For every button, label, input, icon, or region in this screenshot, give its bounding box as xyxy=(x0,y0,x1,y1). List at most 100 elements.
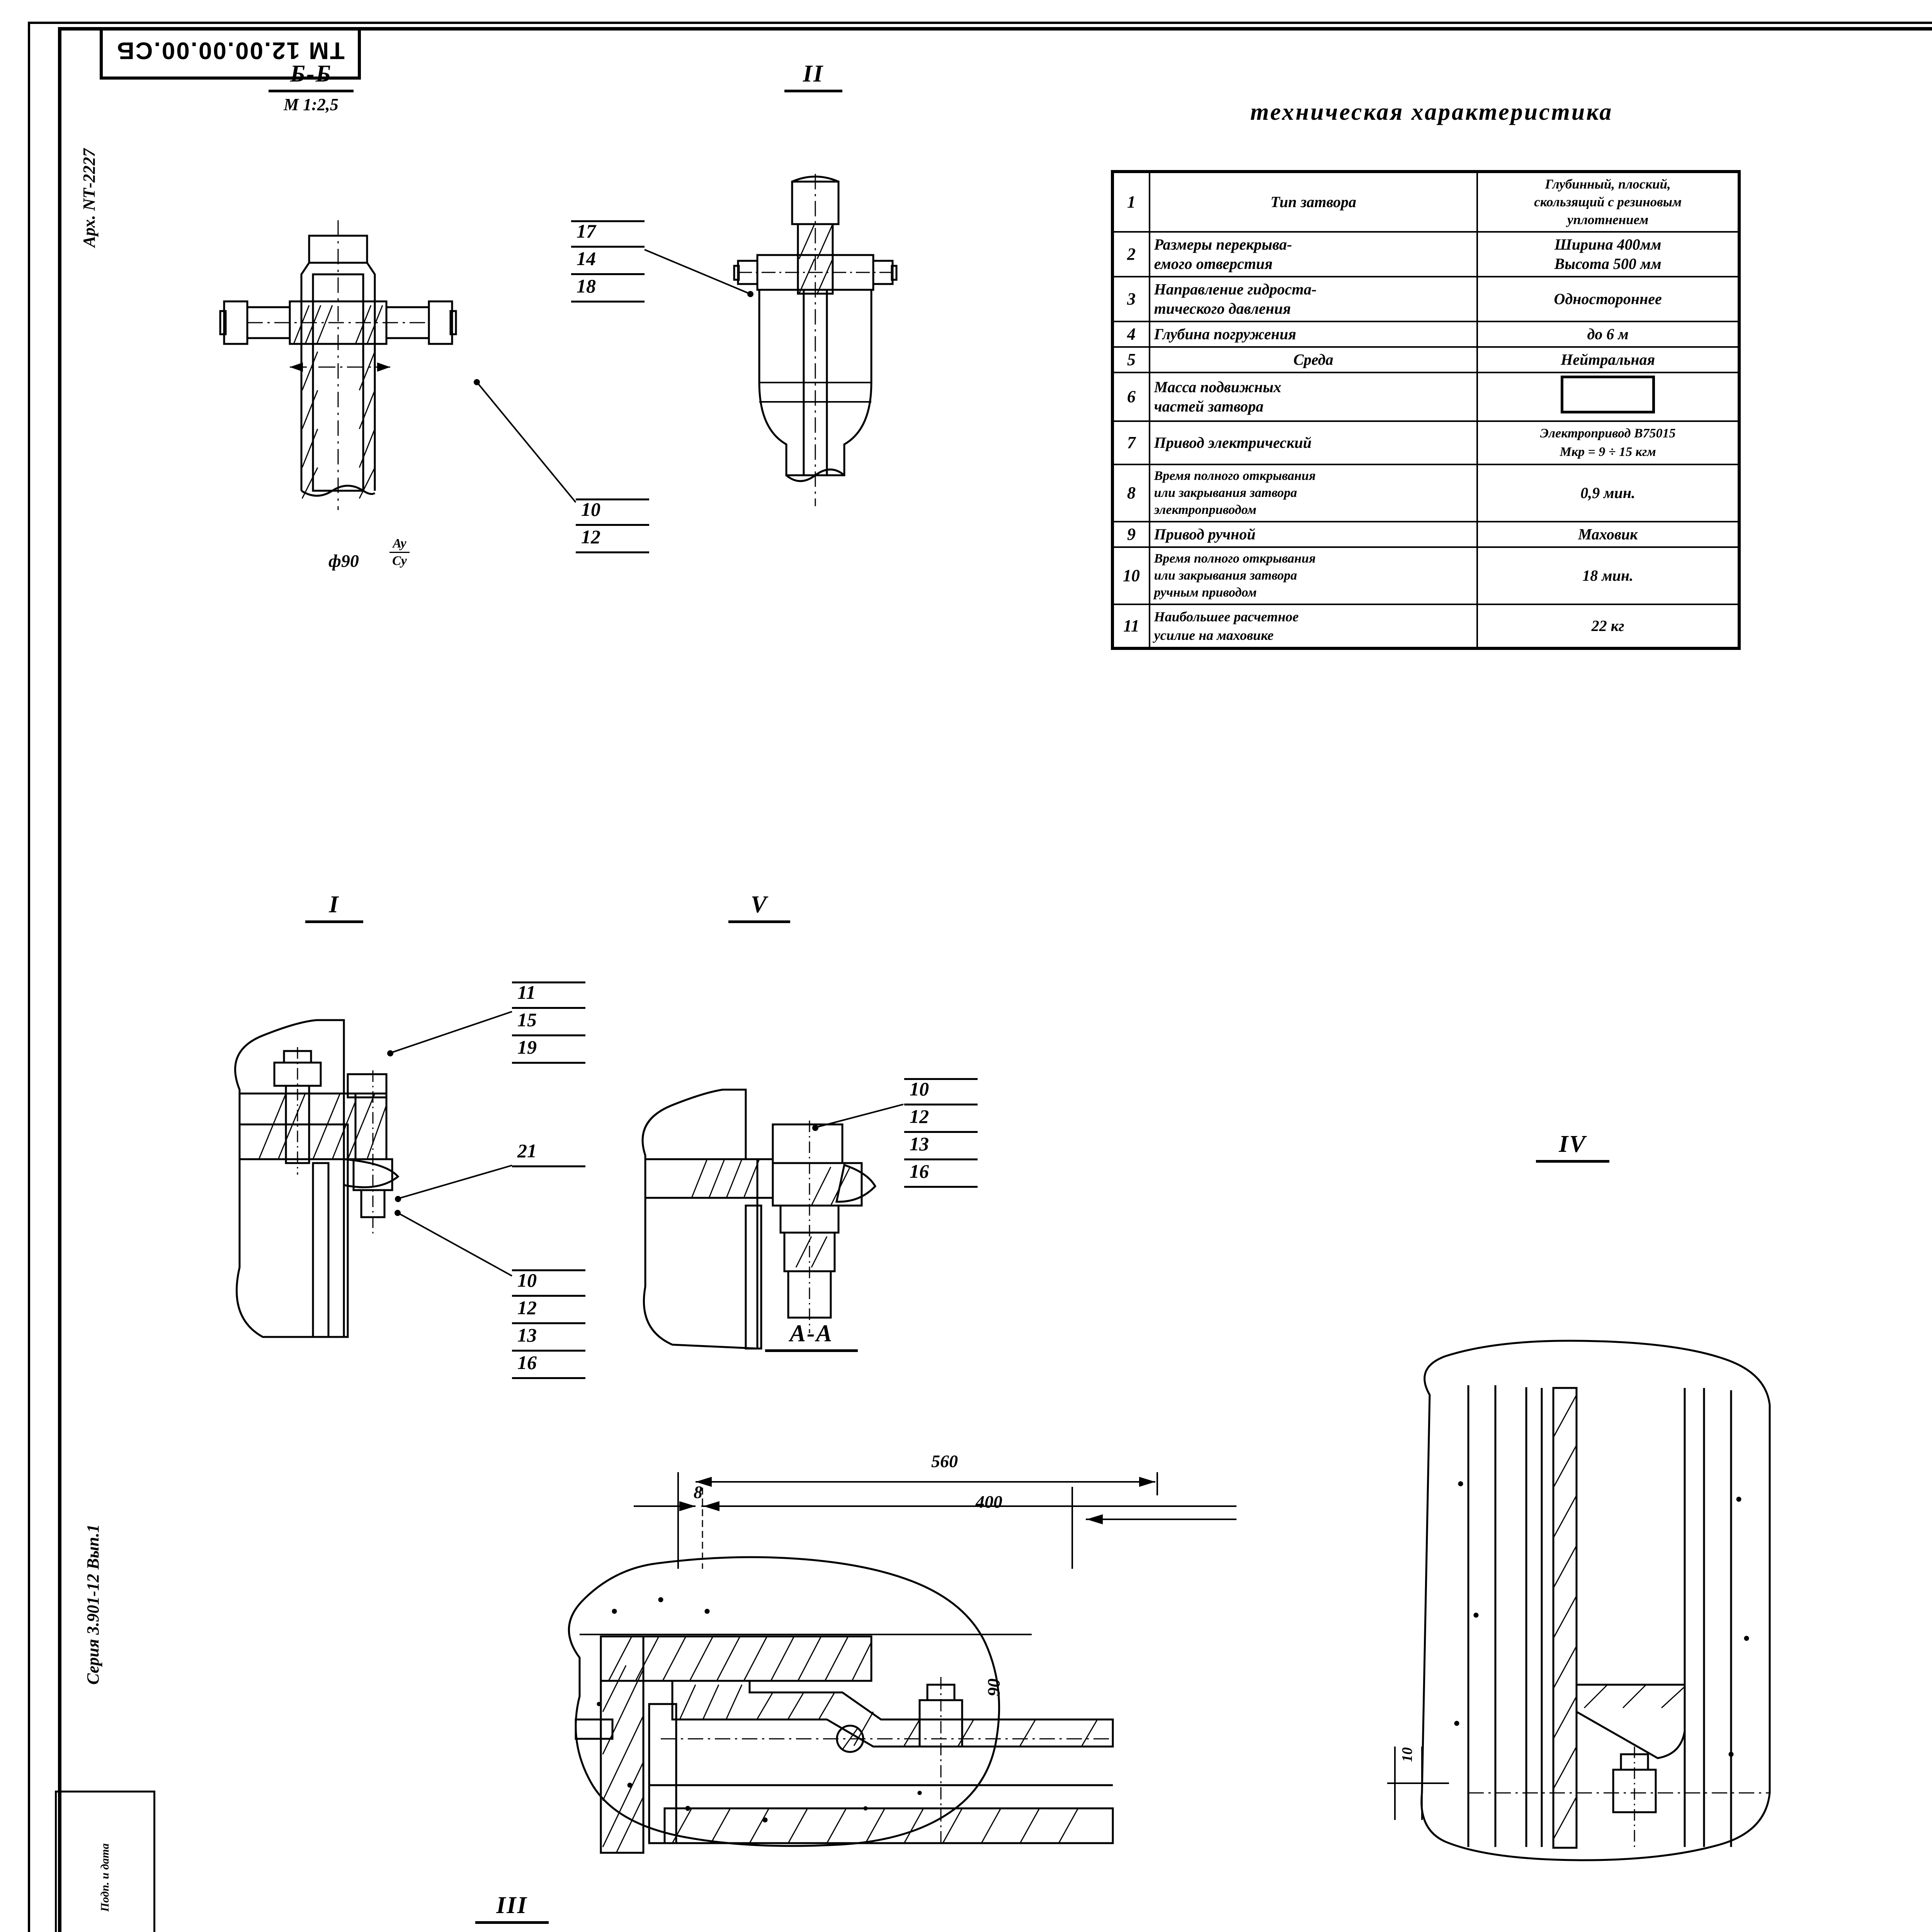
view-title-text: V xyxy=(750,891,768,918)
view-title-text: II xyxy=(803,61,824,87)
callout-row: 13 xyxy=(512,1324,585,1352)
row-value: Электропривод В75015 Мкр = 9 ÷ 15 кгм xyxy=(1476,420,1740,465)
dim-aa-8: 8 xyxy=(694,1482,702,1502)
callout-row: 11 xyxy=(512,981,585,1009)
row-name: Тип затвора xyxy=(1148,171,1478,233)
table-row: 2 Размеры перекрыва- емого отверстия Шир… xyxy=(1112,231,1740,277)
dim-bb-fit: Ay Cy xyxy=(389,537,410,568)
table-row: 1 Тип затвора Глубинный, плоский, скольз… xyxy=(1112,171,1740,233)
view-title-text: I xyxy=(329,891,340,918)
callout-view1-lower-leader xyxy=(395,1210,512,1277)
callout-pos: 10 xyxy=(581,498,600,520)
view-title-4: IV xyxy=(1519,1132,1627,1163)
view-title-2: II xyxy=(769,62,858,92)
callout-pos: 13 xyxy=(910,1133,929,1155)
table-row: 8 Время полного открывания или закрывани… xyxy=(1112,464,1740,522)
view-title-5: V xyxy=(713,893,806,923)
callout-view2-top: 17 14 18 xyxy=(571,220,645,303)
view-1-geometry xyxy=(234,1019,400,1338)
callout-pos: 12 xyxy=(581,526,600,548)
archive-number: Арх. NТ-2227 xyxy=(80,148,99,247)
table-row: 5 Среда Нейтральная xyxy=(1112,346,1740,373)
row-value: 22 кг xyxy=(1476,604,1740,649)
view-title-1: I xyxy=(290,893,379,923)
view-5-geometry xyxy=(641,1088,877,1350)
row-number: 1 xyxy=(1112,171,1150,233)
dim-iv-10: 10 xyxy=(1399,1747,1415,1762)
row-number: 10 xyxy=(1112,546,1150,605)
callout-pos: 19 xyxy=(517,1036,537,1058)
fit-top: Ay xyxy=(393,536,406,551)
row-number: 3 xyxy=(1112,276,1150,322)
row-value: Нейтральная xyxy=(1476,346,1740,373)
row-name: Время полного открывания или закрывания … xyxy=(1148,464,1478,522)
callout-view2-top-leader xyxy=(644,249,753,297)
view-title-text: IV xyxy=(1559,1131,1587,1157)
row-value: Ширина 400мм Высота 500 мм xyxy=(1476,231,1740,277)
fit-bottom: Cy xyxy=(392,554,407,568)
callout-row: 10 xyxy=(512,1269,585,1297)
callout-row: 10 xyxy=(904,1078,978,1105)
row-name: Наибольшее расчетное усилие на маховике xyxy=(1148,604,1478,649)
table-row: 6 Масса подвижных частей затвора xyxy=(1112,372,1740,422)
callout-row: 13 xyxy=(904,1133,978,1160)
row-value: Маховик xyxy=(1476,521,1740,548)
callout-pos: 17 xyxy=(577,220,596,242)
callout-view2-right-leader xyxy=(474,379,577,503)
table-row: 9 Привод ручной Маховик xyxy=(1112,521,1740,548)
callout-pos: 13 xyxy=(517,1324,537,1346)
callout-view2-right: 10 12 xyxy=(576,498,649,553)
callout-row: 17 xyxy=(571,220,645,246)
tech-table-title: техническая характеристика xyxy=(1250,99,1613,125)
view-title-text: Б-Б xyxy=(290,61,332,87)
callout-row: 14 xyxy=(571,246,645,275)
view-scale-text: М 1:2,5 xyxy=(284,95,338,114)
view-title-text: А-А xyxy=(789,1320,833,1347)
dim-value: ф90 xyxy=(328,551,359,571)
callout-pos: 16 xyxy=(910,1160,929,1182)
side-block-0: Подп. и дата xyxy=(55,1791,155,1932)
row-value: Глубинный, плоский, скользящий с резинов… xyxy=(1476,171,1740,233)
row-name: Среда xyxy=(1148,346,1478,373)
callout-row: 18 xyxy=(571,275,645,303)
row-value: 0,9 мин. xyxy=(1476,464,1740,522)
table-row: 11 Наибольшее расчетное усилие на махови… xyxy=(1112,604,1740,649)
callout-view5-leader xyxy=(812,1104,904,1131)
row-number: 11 xyxy=(1112,604,1150,649)
row-value-mass-box xyxy=(1476,372,1740,422)
callout-pos: 18 xyxy=(577,275,596,297)
callout-pos: 10 xyxy=(517,1269,537,1291)
row-name: Привод электрический xyxy=(1148,420,1478,465)
callout-pos: 10 xyxy=(910,1078,929,1100)
row-value: 18 мин. xyxy=(1476,546,1740,605)
sheet-outer-frame xyxy=(28,22,1932,1932)
callout-row: 10 xyxy=(576,498,649,526)
callout-row: 12 xyxy=(512,1297,585,1324)
row-number: 4 xyxy=(1112,321,1150,348)
table-row: 3 Направление гидроста- тического давлен… xyxy=(1112,276,1740,322)
callout-view1-upper-leader xyxy=(387,1011,512,1056)
mass-empty-box xyxy=(1561,376,1655,413)
view-2-geometry xyxy=(733,174,898,506)
callout-pos: 21 xyxy=(517,1140,537,1162)
row-name: Направление гидроста- тического давления xyxy=(1148,276,1478,322)
row-number: 2 xyxy=(1112,231,1150,277)
callout-row: 21 xyxy=(512,1140,585,1167)
callout-pos: 15 xyxy=(517,1009,537,1031)
side-block-label: Подп. и дата xyxy=(99,1843,111,1912)
view-aa-geometry xyxy=(568,1556,1114,1854)
row-number: 5 xyxy=(1112,346,1150,373)
callout-view5-right: 10 12 13 16 xyxy=(904,1078,978,1188)
view-title-3: III xyxy=(458,1893,566,1924)
callout-row: 12 xyxy=(904,1105,978,1133)
callout-view1-upper: 11 15 19 xyxy=(512,981,585,1064)
view-bb-geometry xyxy=(219,220,457,510)
row-value: до 6 м xyxy=(1476,321,1740,348)
corner-code-box: ТМ 12.00.00.00.СБ xyxy=(100,27,361,80)
callout-row: 15 xyxy=(512,1009,585,1036)
view-title-aa: А-А xyxy=(746,1321,877,1352)
callout-pos: 12 xyxy=(517,1297,537,1318)
dim-aa-400: 400 xyxy=(976,1492,1002,1512)
callout-row: 19 xyxy=(512,1036,585,1064)
callout-pos: 16 xyxy=(517,1352,537,1373)
